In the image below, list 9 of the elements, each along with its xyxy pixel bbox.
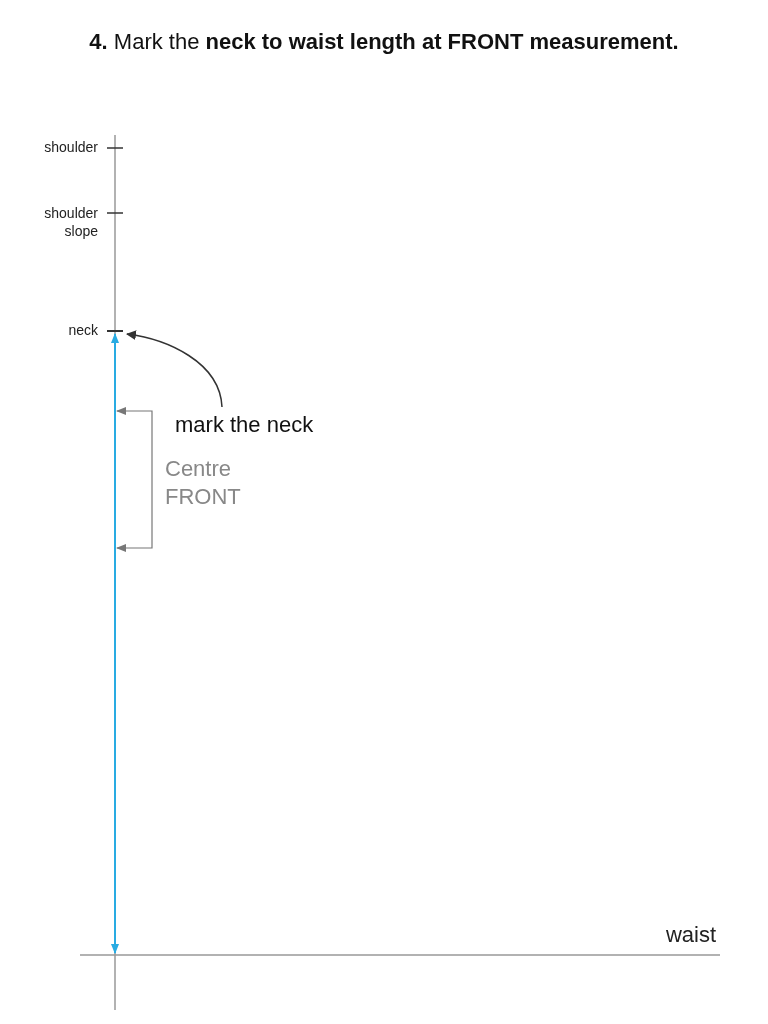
bracket-label: Centre FRONT — [165, 455, 242, 510]
leader-arrow — [126, 330, 223, 408]
tick-label: neck — [67, 322, 98, 340]
heading: 4. Mark the neck to waist length at FRONT measurement. — [88, 28, 680, 56]
callout-text: mark the neck — [175, 411, 355, 441]
tick-label: shoulder slope — [43, 204, 98, 240]
tick-mark — [107, 330, 123, 332]
line-label: waist — [664, 921, 716, 949]
tick-label: shoulder — [43, 139, 98, 157]
